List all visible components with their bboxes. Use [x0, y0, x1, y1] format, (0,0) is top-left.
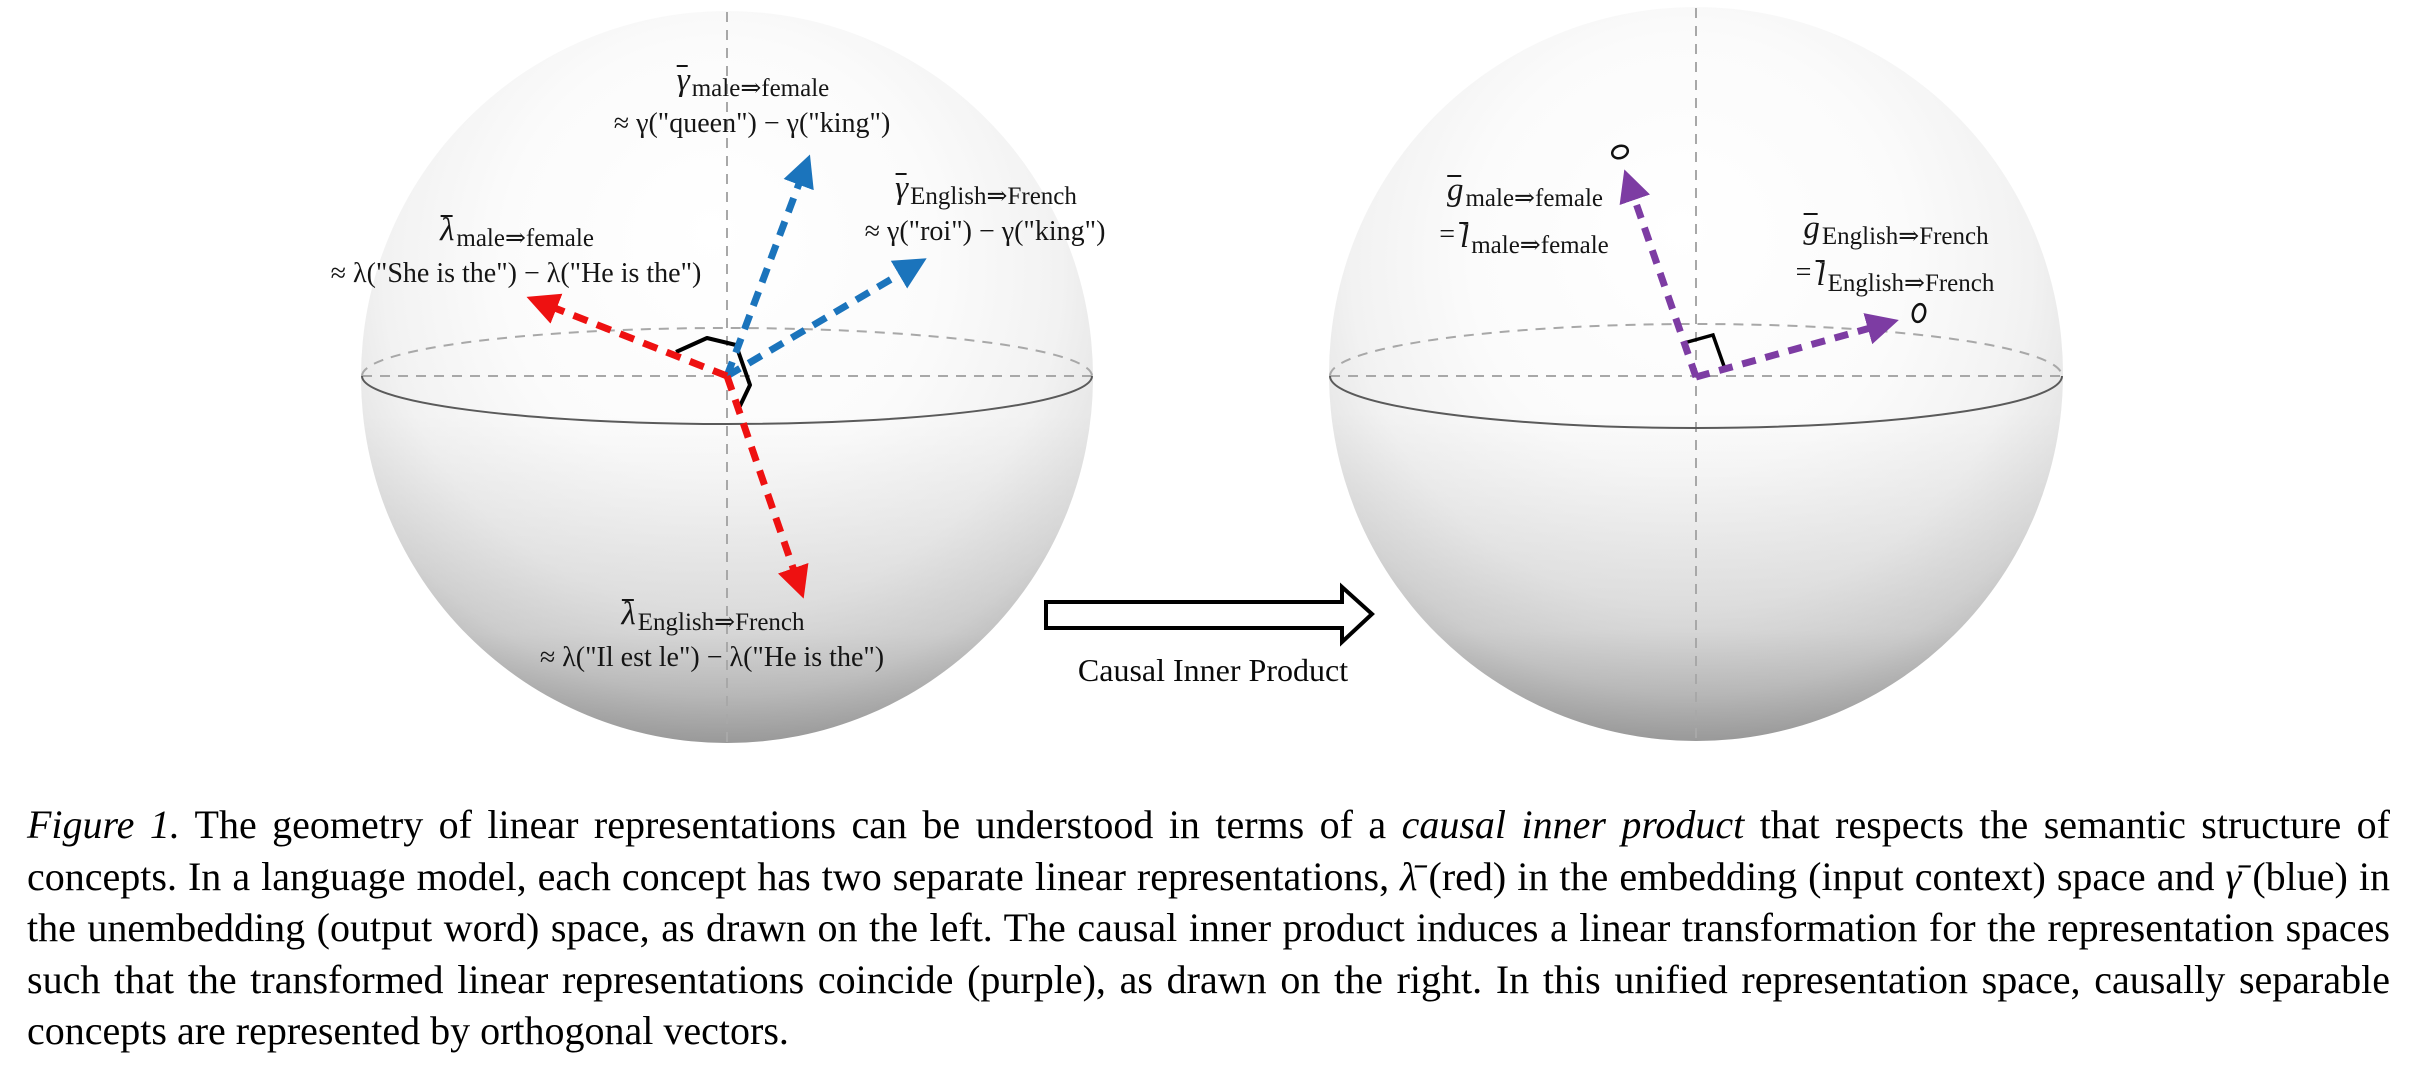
- caption-italic-phrase: causal inner product: [1401, 802, 1745, 847]
- lambda-english-french-arrow: [723, 374, 809, 599]
- concept-subscript: English⇒French: [910, 183, 1077, 210]
- caption-text: (blue) in the unembedding (output word) …: [27, 853, 2391, 1054]
- label-g-male-female: gmale⇒female =lmale⇒female: [1439, 172, 1609, 264]
- g-bar-symbol: g: [1803, 210, 1820, 246]
- gamma-bar-inline: γ̄: [2225, 853, 2242, 899]
- point-marker-top: [1610, 144, 1630, 160]
- concept-subscript: male⇒female: [1471, 232, 1609, 259]
- point-marker-right: [1911, 302, 1927, 324]
- label-line-definition: ≈ λ("Il est le") − λ("He is the"): [539, 642, 885, 673]
- left-sphere: [361, 11, 1093, 743]
- label-line-symbol: gmale⇒female: [1439, 172, 1609, 217]
- right-equator-front: [1329, 375, 2063, 429]
- label-line-definition: ≈ γ("queen") − γ("king"): [613, 108, 891, 139]
- label-line-symbol: λEnglish⇒French: [540, 596, 884, 641]
- left-equator-front: [361, 375, 1093, 425]
- l-bar-symbol: l: [1816, 257, 1826, 293]
- gamma-male-female-arrow: [723, 154, 814, 378]
- lambda-bar-symbol: λ: [440, 212, 455, 248]
- label-lambda-male-female: λmale⇒female ≈ λ("She is the") − λ("He i…: [331, 212, 702, 290]
- lambda-bar-inline: λ̄: [1400, 853, 1418, 899]
- concept-subscript: male⇒female: [456, 225, 594, 252]
- right-angle-marker: [1683, 332, 1727, 370]
- causal-inner-product-label: Causal Inner Product: [1077, 652, 1349, 688]
- concept-subscript: English⇒French: [637, 609, 805, 636]
- equals-sign: =: [1439, 219, 1456, 250]
- right-sphere: [1329, 7, 2063, 741]
- concept-subscript: English⇒French: [1827, 270, 1995, 297]
- g-male-female-arrow: [1619, 169, 1700, 379]
- label-line-symbol: gEnglish⇒French: [1796, 210, 1995, 255]
- lambda-bar-symbol: λ: [621, 596, 636, 632]
- gamma-bar-symbol: γ: [676, 62, 690, 98]
- concept-subscript: male⇒female: [1465, 185, 1604, 212]
- concept-subscript: male⇒female: [691, 75, 830, 102]
- label-line-symbol: γEnglish⇒French: [865, 170, 1106, 215]
- causal-inner-product-arrow: [1044, 582, 1375, 647]
- figure-svg: [361, 7, 2063, 743]
- label-line-equality: =lmale⇒female: [1439, 217, 1609, 264]
- label-line-definition: ≈ λ("She is the") − λ("He is the"): [330, 258, 702, 289]
- caption-text: (red) in the embedding (input context) s…: [1417, 853, 2226, 899]
- caption-text: that respects the semantic structure of …: [27, 802, 2390, 899]
- gamma-bar-symbol: γ: [895, 170, 909, 206]
- g-english-french-arrow: [1695, 313, 1899, 381]
- caption-text: The geometry of linear representations c…: [179, 802, 1402, 847]
- equals-sign: =: [1795, 257, 1812, 288]
- label-line-symbol: γmale⇒female: [614, 62, 891, 107]
- l-bar-symbol: l: [1459, 219, 1470, 255]
- figure-caption: Figure 1. The geometry of linear represe…: [27, 799, 2390, 1057]
- gamma-english-french-arrow: [725, 258, 927, 380]
- label-line-equality: =lEnglish⇒French: [1796, 255, 1995, 302]
- label-line-symbol: λmale⇒female: [331, 212, 702, 257]
- g-bar-symbol: g: [1446, 172, 1464, 208]
- label-line-definition: ≈ γ("roi") − γ("king"): [864, 216, 1106, 247]
- caption-figure-number: Figure 1.: [27, 802, 180, 847]
- concept-subscript: English⇒French: [1821, 223, 1989, 250]
- label-gamma-english-french: γEnglish⇒French ≈ γ("roi") − γ("king"): [865, 170, 1106, 248]
- label-g-english-french: gEnglish⇒French =lEnglish⇒French: [1796, 210, 1995, 302]
- label-gamma-male-female: γmale⇒female ≈ γ("queen") − γ("king"): [614, 62, 891, 140]
- label-lambda-english-french: λEnglish⇒French ≈ λ("Il est le") − λ("He…: [540, 596, 884, 674]
- lambda-male-female-arrow: [526, 293, 729, 380]
